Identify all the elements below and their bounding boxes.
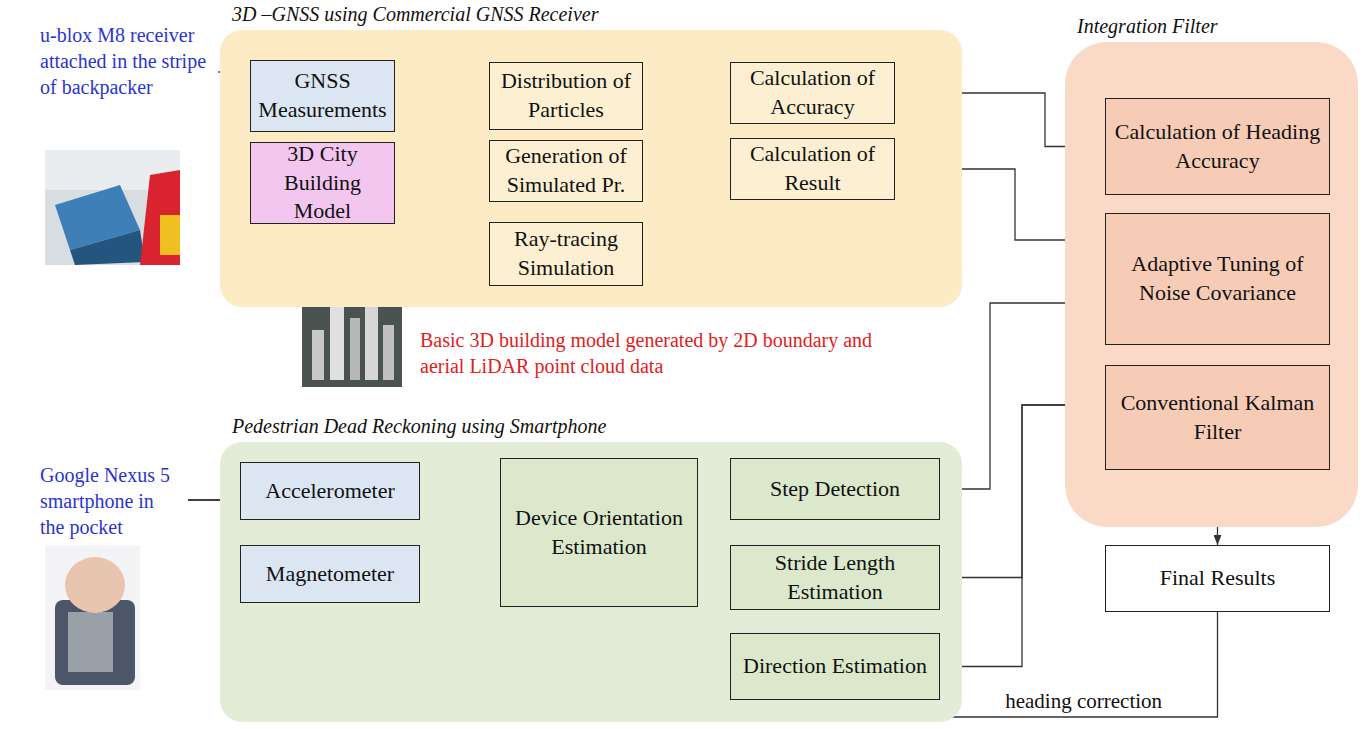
process-box: Device Orientation Estimation xyxy=(500,458,698,607)
process-box: Direction Estimation xyxy=(730,633,940,700)
model-box: 3D City Building Model xyxy=(250,142,395,224)
process-box: Adaptive Tuning of Noise Covariance xyxy=(1105,213,1330,345)
box-text: Magnetometer xyxy=(266,560,394,589)
box-text: Device Orientation Estimation xyxy=(506,504,692,561)
source-note: Google Nexus 5 smartphone in the pocket xyxy=(40,462,182,540)
region-heading: Integration Filter xyxy=(1077,15,1218,38)
box-text: GNSS Measurements xyxy=(256,67,389,124)
box-text: Adaptive Tuning of Noise Covariance xyxy=(1111,250,1324,307)
image-note: Basic 3D building model generated by 2D … xyxy=(420,327,890,379)
box-text: Ray-tracing Simulation xyxy=(495,225,637,282)
box-text: Step Detection xyxy=(770,475,900,504)
box-text: Direction Estimation xyxy=(743,652,927,681)
region-band: Integration FilterCalculation of Heading… xyxy=(1065,42,1358,527)
region-band: Pedestrian Dead Reckoning using Smartpho… xyxy=(220,442,962,722)
box-text: Generation of Simulated Pr. xyxy=(495,142,637,199)
region-band: 3D –GNSS using Commercial GNSS ReceiverG… xyxy=(220,30,962,307)
edge-label: heading correction xyxy=(1002,688,1165,715)
box-text: Final Results xyxy=(1160,564,1276,593)
region-heading: 3D –GNSS using Commercial GNSS Receiver xyxy=(232,3,598,26)
input-box: GNSS Measurements xyxy=(250,60,395,132)
box-text: Calculation of Result xyxy=(736,140,889,197)
region-heading: Pedestrian Dead Reckoning using Smartpho… xyxy=(232,415,606,438)
box-text: Accelerometer xyxy=(265,477,394,506)
process-box: Calculation of Accuracy xyxy=(730,62,895,124)
source-note: u-blox M8 receiver attached in the strip… xyxy=(40,22,215,100)
process-box: Distribution of Particles xyxy=(489,62,643,130)
process-box: Stride Length Estimation xyxy=(730,545,940,610)
process-box: Ray-tracing Simulation xyxy=(489,222,643,286)
box-text: 3D City Building Model xyxy=(256,140,389,226)
backpack-photo xyxy=(45,150,180,265)
process-box: Step Detection xyxy=(730,458,940,520)
process-box: Generation of Simulated Pr. xyxy=(489,140,643,202)
box-text: Calculation of Heading Accuracy xyxy=(1111,118,1324,175)
process-box: Conventional Kalman Filter xyxy=(1105,365,1330,470)
result-box: Final Results xyxy=(1105,545,1330,612)
box-text: Calculation of Accuracy xyxy=(736,64,889,121)
sensor-box: Magnetometer xyxy=(240,545,420,603)
pocket-photo xyxy=(45,545,140,690)
sensor-box: Accelerometer xyxy=(240,462,420,520)
process-box: Calculation of Heading Accuracy xyxy=(1105,98,1330,195)
box-text: Conventional Kalman Filter xyxy=(1111,389,1324,446)
box-text: Stride Length Estimation xyxy=(736,549,934,606)
box-text: Distribution of Particles xyxy=(495,67,637,124)
process-box: Calculation of Result xyxy=(730,138,895,200)
